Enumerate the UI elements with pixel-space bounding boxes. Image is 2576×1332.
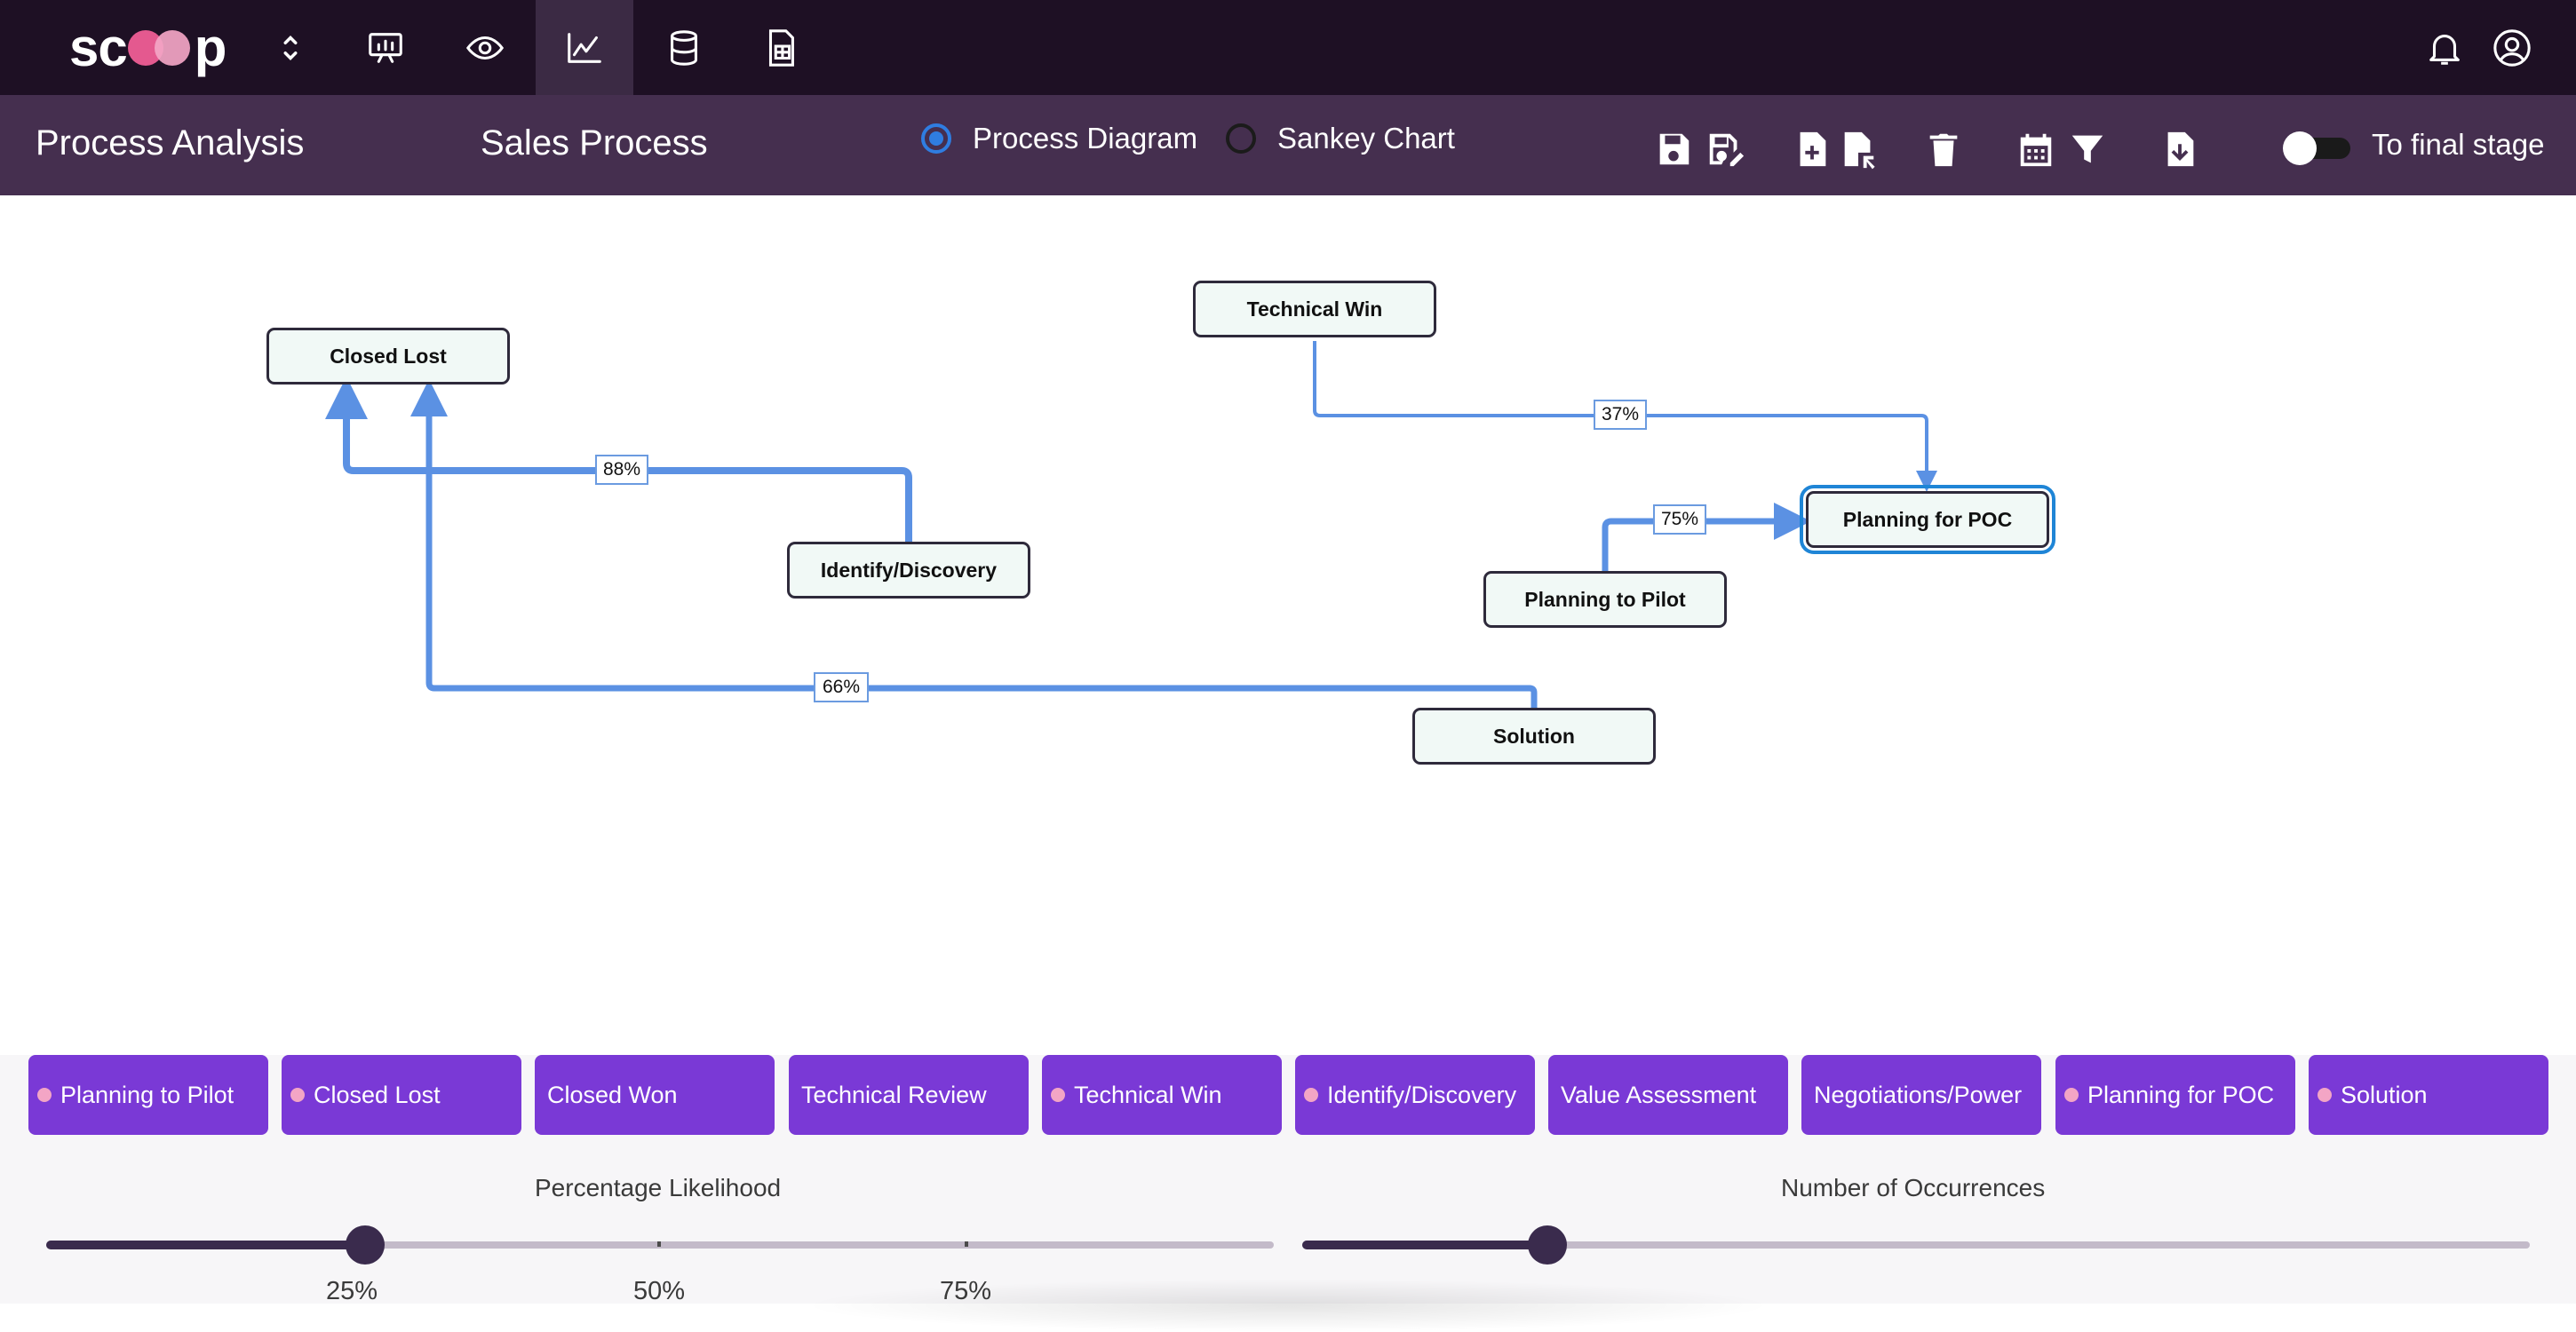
stage-chip-label: Solution: [2341, 1081, 2428, 1108]
stage-dot: [290, 1088, 305, 1102]
stage-chip-solution[interactable]: Solution: [2309, 1055, 2548, 1135]
process-title[interactable]: Sales Process: [481, 123, 708, 163]
occurrences-slider-thumb[interactable]: [1528, 1225, 1567, 1265]
node-planning-for-poc[interactable]: Planning for POC: [1800, 485, 2055, 554]
edge-label-37: 37%: [1594, 400, 1647, 430]
filter-icon[interactable]: [2064, 126, 2111, 172]
node-closed-lost[interactable]: Closed Lost: [266, 328, 510, 385]
stage-chip-label: Technical Win: [1074, 1081, 1222, 1108]
database-icon[interactable]: [635, 0, 733, 95]
occurrences-slider-track[interactable]: [1302, 1241, 2530, 1249]
scoop-logo[interactable]: sc p: [69, 16, 227, 78]
stage-chip-closed-lost[interactable]: Closed Lost: [282, 1055, 521, 1135]
final-stage-label: To final stage: [2372, 128, 2545, 161]
save-edit-icon[interactable]: [1702, 126, 1748, 172]
chevron-updown-icon[interactable]: [242, 0, 339, 95]
calendar-icon[interactable]: [2013, 126, 2059, 172]
section-title: Process Analysis: [36, 123, 305, 163]
stage-chip-closed-won[interactable]: Closed Won: [535, 1055, 775, 1135]
stage-dot: [1304, 1088, 1318, 1102]
edge-label-88: 88%: [595, 455, 648, 485]
likelihood-tick-label-50: 50%: [633, 1277, 686, 1305]
likelihood-tick-75: [965, 1241, 968, 1247]
node-technical-win[interactable]: Technical Win: [1193, 281, 1436, 337]
new-file-icon[interactable]: [1789, 126, 1835, 172]
account-icon[interactable]: [2463, 0, 2561, 95]
delete-icon[interactable]: [1920, 126, 1967, 172]
stage-dot: [2064, 1088, 2079, 1102]
logo-circles-icon: [127, 25, 194, 69]
open-file-icon[interactable]: [1835, 126, 1881, 172]
stage-chip-label: Planning to Pilot: [60, 1081, 235, 1108]
presentation-icon[interactable]: [337, 0, 434, 95]
likelihood-tick-label-25: 25%: [326, 1277, 378, 1305]
occurrences-slider-title: Number of Occurrences: [1781, 1174, 2046, 1201]
download-icon[interactable]: [2157, 126, 2203, 172]
bell-icon[interactable]: [2396, 0, 2493, 95]
stage-chip-label: Closed Lost: [314, 1081, 441, 1108]
node-identify-discovery[interactable]: Identify/Discovery: [787, 542, 1030, 599]
likelihood-slider-title: Percentage Likelihood: [535, 1174, 782, 1201]
stage-chip-label: Technical Review: [801, 1081, 987, 1108]
stage-chip-identify-discovery[interactable]: Identify/Discovery: [1295, 1055, 1535, 1135]
stage-chip-planning-for-poc[interactable]: Planning for POC: [2055, 1055, 2295, 1135]
sub-header: Process Analysis Sales Process Process D…: [0, 95, 2576, 195]
stage-dot: [2318, 1088, 2332, 1102]
eye-icon[interactable]: [436, 0, 534, 95]
logo-text-left: sc: [69, 17, 128, 77]
final-stage-toggle[interactable]: [2283, 131, 2352, 165]
likelihood-slider-fill: [46, 1241, 365, 1249]
likelihood-tick-label-75: 75%: [940, 1277, 991, 1306]
node-solution[interactable]: Solution: [1412, 708, 1656, 765]
process-diagram-label: Process Diagram: [973, 122, 1198, 155]
stage-chip-label: Closed Won: [547, 1081, 678, 1108]
edge-label-66: 66%: [814, 672, 869, 702]
line-chart-icon[interactable]: [536, 0, 633, 95]
stage-chip-technical-win[interactable]: Technical Win: [1042, 1055, 1282, 1135]
likelihood-slider-thumb[interactable]: [346, 1225, 385, 1265]
stage-chip-value-assessment[interactable]: Value Assessment: [1548, 1055, 1788, 1135]
stage-chip-label: Planning for POC: [2087, 1081, 2275, 1108]
stage-dot: [37, 1088, 52, 1102]
top-nav-bar: sc p: [0, 0, 2576, 95]
logo-text-right: p: [194, 17, 227, 77]
toggle-thumb: [2283, 131, 2317, 165]
sheet-icon[interactable]: [732, 0, 830, 95]
process-diagram-radio[interactable]: [921, 123, 951, 154]
likelihood-tick-50: [657, 1241, 661, 1247]
sankey-chart-label: Sankey Chart: [1277, 122, 1455, 155]
stage-chip-negotiations-power[interactable]: Negotiations/Power: [1801, 1055, 2041, 1135]
edge-label-75: 75%: [1653, 504, 1706, 535]
stage-dot: [1051, 1088, 1065, 1102]
view-option-process-diagram[interactable]: Process Diagram: [921, 122, 1197, 155]
stage-chip-planning-to-pilot[interactable]: Planning to Pilot: [28, 1055, 268, 1135]
occurrences-slider-fill: [1302, 1241, 1547, 1249]
node-planning-to-pilot[interactable]: Planning to Pilot: [1483, 571, 1727, 628]
sankey-chart-radio[interactable]: [1226, 123, 1256, 154]
stage-chip-label: Identify/Discovery: [1327, 1081, 1517, 1108]
stage-chip-technical-review[interactable]: Technical Review: [789, 1055, 1029, 1135]
view-option-sankey-chart[interactable]: Sankey Chart: [1226, 122, 1455, 155]
save-icon[interactable]: [1650, 126, 1697, 172]
decorative-shadow: [799, 1279, 1777, 1332]
stage-chip-label: Negotiations/Power: [1814, 1081, 2023, 1108]
stage-chip-label: Value Assessment: [1561, 1081, 1757, 1108]
